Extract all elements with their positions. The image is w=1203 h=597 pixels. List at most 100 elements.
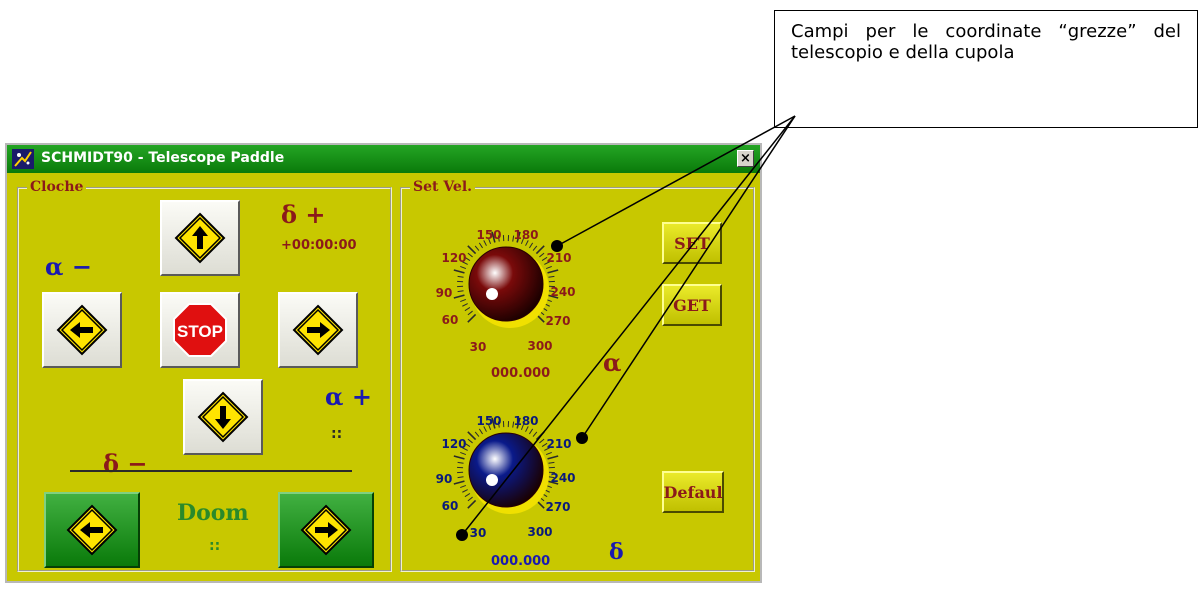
delta-dial-knob-indicator [486, 474, 498, 486]
close-button[interactable]: × [737, 150, 754, 167]
move-right-button[interactable] [278, 292, 358, 368]
callout-annotation: Campi per le coordinate “grezze” del tel… [774, 10, 1198, 128]
alpha-dial-tick [453, 294, 465, 299]
arrow-left-sign-icon [66, 504, 118, 556]
delta-dial-tick [467, 438, 473, 444]
move-up-button[interactable] [160, 200, 240, 276]
dome-left-button[interactable] [44, 492, 140, 568]
delta-dial-tick-label: 120 [441, 437, 466, 451]
delta-dial-tick-label: 30 [470, 526, 487, 540]
get-button[interactable]: GET [662, 284, 722, 326]
alpha-dial-tick-label: 60 [442, 313, 459, 327]
delta-dial-tick [548, 461, 555, 464]
delta-dial-tick [467, 496, 473, 502]
alpha-dial-tick [483, 240, 487, 246]
delta-dial-tick [487, 424, 492, 431]
alpha-dial-tick-label: 270 [545, 314, 570, 328]
delta-dial-tick [467, 499, 477, 509]
dome-right-button[interactable] [278, 492, 374, 568]
alpha-dial-tick [497, 235, 500, 242]
stop-label: STOP [177, 322, 223, 341]
arrow-up-sign-icon [174, 212, 226, 264]
delta-dial-tick [541, 442, 548, 447]
alpha-dial-tick-label: 240 [550, 285, 575, 299]
delta-dial-tick [547, 455, 559, 460]
delta-dial-tick [529, 428, 534, 435]
alpha-dial-tick [467, 252, 473, 258]
alpha-dial-value: 000.000 [491, 366, 551, 381]
delta-dial-tick-label: 180 [513, 414, 538, 428]
alpha-dial-tick-label: 30 [470, 340, 487, 354]
default-button[interactable]: Defaul [662, 471, 724, 513]
delta-dial-tick [457, 461, 464, 464]
delta-dial-tick [548, 476, 555, 479]
delta-dial-tick [497, 421, 500, 428]
delta-dial-tick [539, 438, 545, 444]
alpha-dial-tick [457, 290, 464, 293]
dome-value: :: [209, 538, 221, 554]
alpha-dial-tick [544, 261, 550, 265]
delta-dial-tick [457, 476, 464, 479]
delta-dial-tick-label: 60 [442, 499, 459, 513]
alpha-dial-tick [516, 231, 521, 243]
delta-symbol: δ [609, 539, 624, 565]
delta-dial-tick-label: 90 [436, 472, 453, 486]
cloche-group: Cloche α − δ + +00:00:00 α + :: δ − [17, 179, 392, 572]
delta-dial-tick-label: 210 [546, 437, 571, 451]
alpha-dial-knob[interactable] [468, 246, 544, 322]
alpha-dial-tick [467, 310, 473, 316]
alpha-dial-tick [462, 303, 468, 307]
alpha-dial-tick [464, 256, 471, 261]
move-down-button[interactable] [183, 379, 263, 455]
arrow-down-sign-icon [197, 391, 249, 443]
alpha-dial-knob-indicator [486, 288, 498, 300]
delta-dial-tick [544, 447, 550, 451]
alpha-dial-tick [460, 298, 467, 303]
delta-dial-tick-label: 300 [527, 525, 552, 539]
alpha-dial-tick [548, 275, 555, 278]
arrow-right-sign-icon [300, 504, 352, 556]
delta-dial-tick [464, 493, 471, 498]
stop-button[interactable]: STOP [160, 292, 240, 368]
pointer-dot-lower [456, 529, 468, 541]
delta-dial-tick [478, 428, 483, 435]
delta-dial-tick [547, 480, 559, 485]
alpha-dial-tick [520, 238, 525, 245]
alpha-minus-label: α − [45, 252, 92, 281]
alpha-dial-tick [532, 245, 538, 251]
stop-sign-icon: STOP [173, 303, 227, 357]
alpha-symbol: α [603, 348, 622, 377]
alpha-dial-tick [512, 235, 515, 242]
alpha-dial-tick-label: 120 [441, 251, 466, 265]
arrow-right-sign-icon [292, 304, 344, 356]
app-logo-icon [12, 149, 34, 169]
alpha-dial-tick-label: 180 [513, 228, 538, 242]
delta-dial-tick [532, 431, 538, 437]
alpha-dial-tick [547, 294, 559, 299]
alpha-dial-tick [467, 245, 477, 255]
alpha-dial-tick [545, 265, 552, 270]
alpha-dial-tick [478, 242, 483, 249]
delta-dial-tick [460, 451, 467, 456]
move-left-button[interactable] [42, 292, 122, 368]
delta-dial-tick [525, 426, 529, 432]
delta-dial-tick [512, 421, 515, 428]
telescope-paddle-window: SCHMIDT90 - Telescope Paddle × Cloche α … [5, 143, 762, 583]
alpha-dial-tick [525, 240, 529, 246]
alpha-dial-tick-label: 210 [546, 251, 571, 265]
delta-dial-tick [474, 431, 480, 437]
delta-dial-tick [545, 451, 552, 456]
alpha-dial-tick [467, 313, 477, 323]
delta-dial-tick [483, 426, 487, 432]
alpha-dial-tick [474, 245, 480, 251]
alpha-dial-tick-label: 90 [436, 286, 453, 300]
close-icon: × [740, 151, 751, 166]
delta-dial-tick-label: 270 [545, 500, 570, 514]
delta-dial-knob[interactable] [468, 432, 544, 508]
divider-line [70, 470, 352, 472]
title-bar[interactable]: SCHMIDT90 - Telescope Paddle × [7, 145, 760, 173]
pointer-dot-alpha [551, 240, 563, 252]
set-button[interactable]: SET [662, 222, 722, 264]
